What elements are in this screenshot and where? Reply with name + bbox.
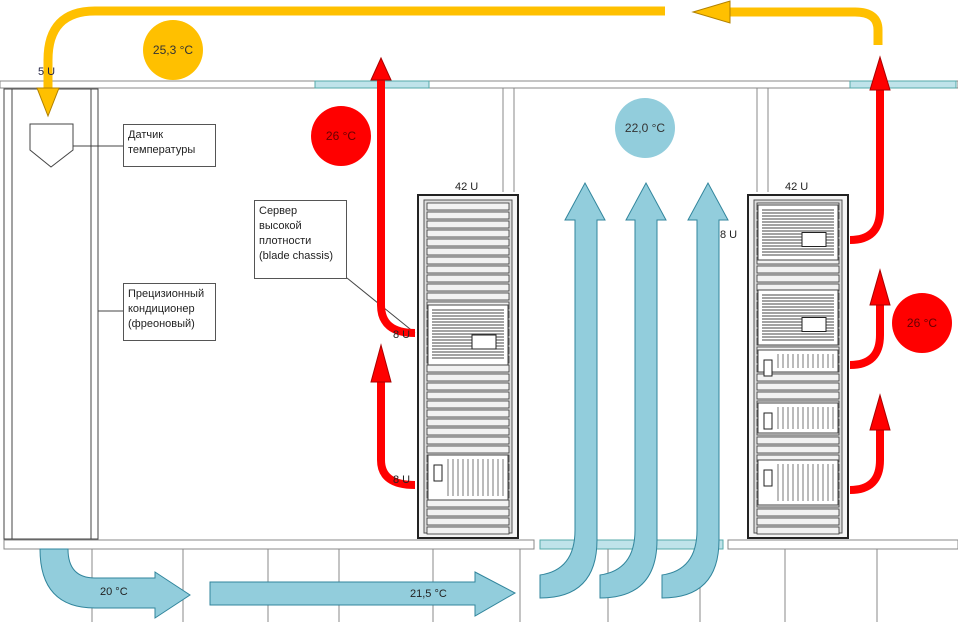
hot-air-arrows (377, 70, 884, 494)
unit-8u-label: 8 U (393, 329, 411, 341)
server-rack-left (417, 194, 519, 539)
underfloor-temp: 21,5 °C (410, 588, 447, 600)
supply-air-temp: 20 °C (100, 586, 128, 598)
ceiling (0, 80, 958, 89)
hot-right-temp-badge: 26 °C (892, 293, 952, 353)
temperature-sensor-icon (29, 123, 74, 168)
ceiling-grille-right (849, 80, 957, 89)
raised-floor (3, 539, 535, 550)
sensor-label: Датчик температуры (123, 124, 216, 167)
ceiling-pillars (502, 88, 769, 192)
blade-server-label: Сервер высокой плотности (blade chassis) (254, 200, 347, 279)
hot-left-temp-badge: 26 °C (311, 106, 371, 166)
return-air-arrowhead (36, 87, 60, 118)
unit-8u-label: 8 U (393, 474, 411, 486)
return-air-arrow-right (730, 7, 883, 45)
ac-height: 5 U (38, 66, 56, 78)
rack-right-height: 42 U (785, 181, 809, 193)
return-air-arrow-left (43, 6, 665, 88)
floor-grille (539, 539, 724, 550)
server-rack-right (747, 194, 849, 539)
rack-left-height: 42 U (455, 181, 479, 193)
cold-air-arrows (39, 181, 729, 619)
cold-aisle-temp-badge: 22,0 °C (615, 98, 675, 158)
return-air-temp-badge: 25,3 °C (143, 20, 203, 80)
unit-8u-label: 8 U (720, 229, 738, 241)
ac-unit-label: Прецизионный кондиционер (фреоновый) (123, 283, 216, 341)
ceiling-grille-left (314, 80, 430, 89)
